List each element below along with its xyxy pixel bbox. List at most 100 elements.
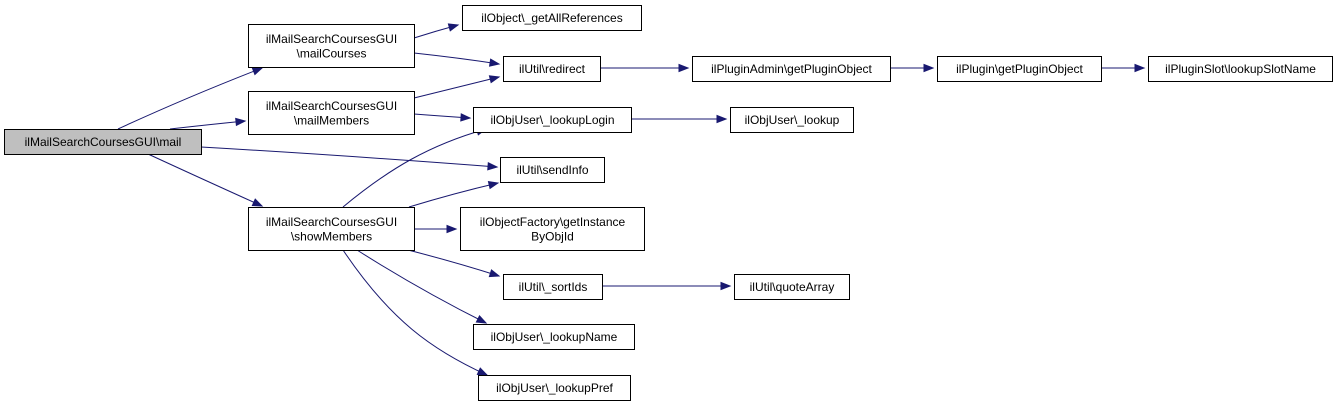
edge-getPluginObject-to-pluginGetPluginObject [890, 63, 935, 73]
edge-showMembers-to-sortIds [407, 249, 501, 278]
edge-line [342, 249, 488, 376]
arrowhead [251, 198, 264, 207]
node-label: \mailMembers [294, 113, 369, 127]
node-label: ilPlugin\getPluginObject [956, 62, 1083, 76]
node-box [937, 56, 1102, 82]
node-label: ilObjUser\_lookup [745, 113, 840, 127]
arrowhead [487, 181, 500, 190]
node-box [734, 274, 850, 300]
node-showMembers[interactable]: ilMailSearchCoursesGUI\showMembers [248, 207, 415, 251]
arrowhead [446, 224, 458, 234]
edge-pluginGetPluginObject-to-lookupSlotName [1101, 63, 1146, 73]
nodes-layer: ilMailSearchCoursesGUI\mail ilMailSearchC… [4, 5, 1333, 401]
node-label: ilObjUser\_lookupLogin [490, 113, 614, 127]
edge-line [356, 249, 487, 324]
edge-line [413, 52, 500, 65]
arrowhead [488, 75, 501, 84]
node-lookupSlotName[interactable]: ilPluginSlot\lookupSlotName [1148, 56, 1333, 82]
node-redirect[interactable]: ilUtil\redirect [503, 56, 601, 82]
edge-mail-to-mailMembers [169, 117, 247, 130]
arrowhead [716, 114, 728, 124]
node-box [692, 56, 891, 82]
node-label: ilObjectFactory\getInstance [480, 215, 626, 229]
arrowhead [678, 63, 690, 73]
node-label: ilObjUser\_lookupPref [496, 381, 613, 395]
arrowhead [923, 63, 935, 73]
edge-line [200, 146, 498, 168]
edge-mail-to-showMembers [147, 153, 264, 207]
arrowhead [460, 113, 472, 122]
arrowhead [447, 23, 460, 32]
node-box [503, 274, 603, 300]
edge-line [407, 249, 500, 277]
edge-line [147, 153, 263, 207]
edge-line [117, 67, 263, 130]
edge-showMembers-to-sendInfo [408, 181, 500, 208]
node-box [1148, 56, 1333, 82]
edge-showMembers-to-lookupPref [342, 249, 489, 376]
node-label: ilMailSearchCoursesGUI [266, 32, 397, 46]
node-label: ilPluginAdmin\getPluginObject [711, 62, 872, 76]
node-quoteArray[interactable]: ilUtil\quoteArray [734, 274, 850, 300]
node-box [730, 107, 854, 133]
node-pluginGetPluginObject[interactable]: ilPlugin\getPluginObject [937, 56, 1102, 82]
node-box [503, 56, 601, 82]
edge-mail-to-sendInfo [200, 146, 499, 171]
node-label: ilMailSearchCoursesGUI [266, 99, 397, 113]
node-label: ilUtil\_sortIds [519, 280, 588, 294]
node-label: ilUtil\sendInfo [516, 163, 588, 177]
node-sendInfo[interactable]: ilUtil\sendInfo [500, 157, 605, 183]
node-lookupName[interactable]: ilObjUser\_lookupName [473, 324, 635, 350]
node-box [248, 207, 415, 251]
node-box [462, 5, 642, 31]
edge-mailCourses-to-getAllReferences [413, 23, 460, 39]
edge-mailCourses-to-redirect [413, 52, 501, 67]
node-label: ilUtil\quoteArray [750, 280, 835, 294]
node-label: ilObject\_getAllReferences [481, 11, 622, 25]
arrowhead [487, 162, 499, 171]
edge-mailMembers-to-lookupLogin [413, 113, 472, 122]
node-label: \mailCourses [296, 46, 366, 60]
arrowhead [476, 367, 489, 376]
edge-line [169, 120, 246, 130]
arrowhead [488, 58, 501, 67]
node-mailCourses[interactable]: ilMailSearchCoursesGUI\mailCourses [248, 24, 415, 68]
edges-layer [117, 23, 1146, 376]
node-sortIds[interactable]: ilUtil\_sortIds [503, 274, 603, 300]
node-box [473, 107, 632, 133]
node-lookup[interactable]: ilObjUser\_lookup [730, 107, 854, 133]
arrowhead [251, 67, 264, 76]
node-getAllReferences[interactable]: ilObject\_getAllReferences [462, 5, 642, 31]
arrowhead [475, 314, 488, 324]
node-label: ilMailSearchCoursesGUI\mail [25, 135, 182, 149]
node-box [248, 24, 415, 68]
arrowhead [1134, 63, 1146, 73]
arrowhead [720, 281, 732, 291]
edge-mail-to-mailCourses [117, 67, 264, 130]
node-box [473, 324, 635, 350]
edge-showMembers-to-getInstanceByObjId [413, 224, 458, 234]
node-getPluginObject[interactable]: ilPluginAdmin\getPluginObject [692, 56, 891, 82]
edge-showMembers-to-lookupName [356, 249, 488, 324]
node-mailMembers[interactable]: ilMailSearchCoursesGUI\mailMembers [248, 91, 415, 135]
edge-redirect-to-getPluginObject [600, 63, 690, 73]
node-box [460, 207, 645, 251]
edge-line [413, 76, 500, 99]
edge-showMembers-to-lookupLogin [342, 127, 488, 208]
node-label: ilMailSearchCoursesGUI [266, 215, 397, 229]
node-lookupLogin[interactable]: ilObjUser\_lookupLogin [473, 107, 632, 133]
edge-lookupLogin-to-lookup [630, 114, 728, 124]
node-label: ilObjUser\_lookupName [491, 330, 618, 344]
node-box [4, 129, 202, 155]
node-label: ilPluginSlot\lookupSlotName [1165, 62, 1316, 76]
node-lookupPref[interactable]: ilObjUser\_lookupPref [478, 375, 631, 401]
node-box [248, 91, 415, 135]
node-label: ilUtil\redirect [519, 62, 586, 76]
node-mail[interactable]: ilMailSearchCoursesGUI\mail [4, 129, 202, 155]
edge-mailMembers-to-redirect [413, 75, 501, 99]
edge-sortIds-to-quoteArray [601, 281, 732, 291]
arrowhead [488, 269, 501, 278]
node-label: \showMembers [291, 229, 372, 243]
